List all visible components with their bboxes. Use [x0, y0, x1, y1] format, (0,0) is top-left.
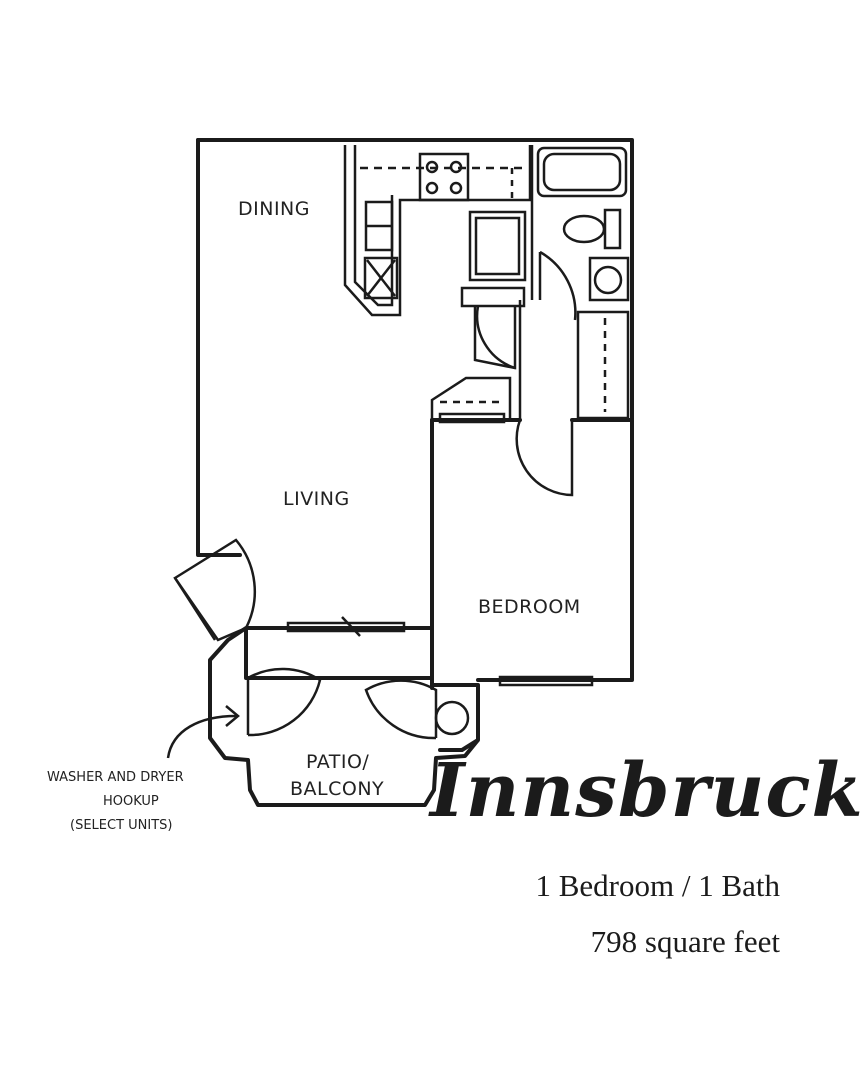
- bath-sink: [588, 256, 630, 302]
- patio-label-line2: BALCONY: [290, 778, 384, 800]
- outer-wall-left: [196, 138, 242, 557]
- patio-label-line1: PATIO/: [306, 751, 369, 773]
- bedroom-door: [515, 419, 574, 497]
- entry-door: [173, 538, 257, 642]
- toilet: [603, 208, 622, 250]
- note-arrow: [166, 714, 237, 759]
- water-heater: [434, 700, 470, 736]
- patio-door-right: [364, 679, 438, 740]
- hall-closet: [430, 376, 512, 420]
- kitchen-counter: [343, 145, 532, 317]
- living-label: LIVING: [283, 488, 350, 510]
- bedroom-bottom-wall: [430, 683, 480, 752]
- outer-wall: [196, 138, 634, 682]
- plan-name: Innsbruck: [430, 748, 864, 834]
- plan-size: 798 square feet: [590, 924, 780, 959]
- refrigerator: [468, 210, 527, 282]
- bedroom-window: [498, 675, 594, 687]
- stove: [418, 152, 470, 202]
- pantry: [460, 286, 526, 308]
- patio-door-left: [246, 667, 322, 737]
- washer-note-line2: HOOKUP: [103, 794, 159, 809]
- bathtub: [536, 146, 628, 198]
- patio-wall: [208, 638, 480, 807]
- washer-note-line1: WASHER AND DRYER: [47, 770, 184, 785]
- dining-label: DINING: [238, 198, 310, 220]
- bedroom-label: BEDROOM: [478, 596, 581, 618]
- bath-door: [539, 250, 577, 321]
- kitchen-counter-inner: [353, 145, 394, 307]
- closet: [576, 310, 630, 420]
- washer-note-line3: (SELECT UNITS): [70, 818, 172, 833]
- plan-beds-baths: 1 Bedroom / 1 Bath: [535, 868, 780, 903]
- dishwasher: [363, 256, 399, 300]
